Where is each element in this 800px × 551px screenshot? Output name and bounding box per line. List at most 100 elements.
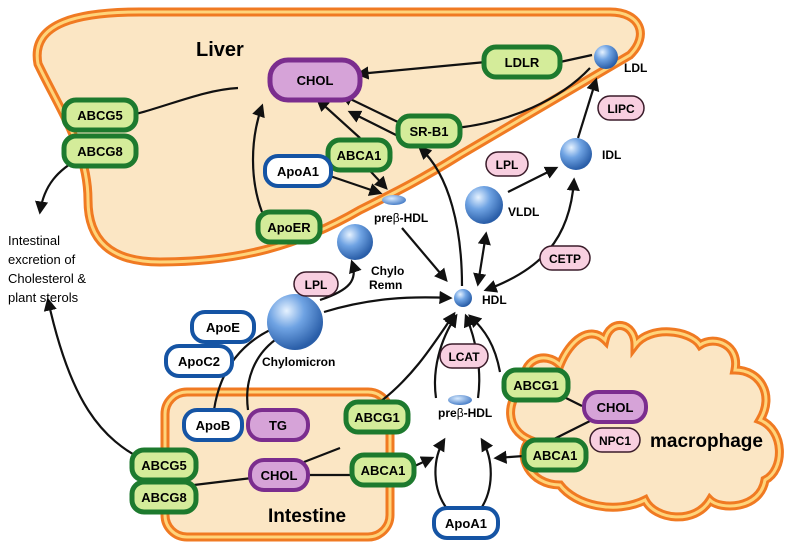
int-chol-node: CHOL bbox=[248, 458, 310, 492]
excretion-line-3: Cholesterol & bbox=[8, 271, 86, 286]
arrow-apoa1-bot-to-prebhdl-1 bbox=[432, 437, 449, 511]
hdl-particle bbox=[454, 289, 472, 307]
lpl-vldl-label: LPL bbox=[496, 158, 519, 172]
chylomicron-particle bbox=[267, 294, 323, 350]
abca1-int-label: ABCA1 bbox=[361, 463, 406, 478]
abca1-macro-label: ABCA1 bbox=[533, 448, 578, 463]
lcat-label: LCAT bbox=[448, 350, 480, 364]
liver-abcg8-node: ABCG8 bbox=[61, 133, 139, 169]
macro-chol-label: CHOL bbox=[597, 400, 634, 415]
arrow-hdl-to-srb1 bbox=[418, 146, 464, 287]
apoe-node: ApoE bbox=[190, 310, 256, 344]
int-abcg8-label: ABCG8 bbox=[141, 490, 187, 505]
abca1-int-node: ABCA1 bbox=[349, 452, 417, 488]
tg-node: TG bbox=[246, 408, 310, 442]
intestine-title: Intestine bbox=[268, 506, 346, 527]
int-chol-label: CHOL bbox=[261, 468, 298, 483]
chylomicron-label: Chylomicron bbox=[262, 355, 335, 369]
macrophage-organ bbox=[506, 321, 784, 522]
ldlr-node: LDLR bbox=[481, 44, 563, 80]
lpl-vldl-node: LPL bbox=[485, 151, 529, 177]
prebeta-hdl-top-label: preβ-HDL bbox=[374, 211, 428, 225]
arrow-intestine-to-excretion bbox=[43, 297, 149, 463]
chylo-remn-particle bbox=[337, 224, 373, 260]
abcg1-int-node: ABCG1 bbox=[343, 399, 411, 435]
lipc-label: LIPC bbox=[607, 102, 635, 116]
arrow-abcg1-macro-to-hdl bbox=[468, 314, 502, 373]
excretion-line-4: plant sterols bbox=[8, 290, 79, 305]
arrow-apoa1-to-prebhdl bbox=[329, 174, 383, 196]
abcg1-macro-node: ABCG1 bbox=[501, 367, 571, 403]
prebeta-hdl-bottom-disc bbox=[448, 395, 472, 405]
arrow-idl-to-ldl bbox=[576, 77, 600, 139]
arrow-prebhdl-to-hdl bbox=[401, 227, 448, 283]
tg-label: TG bbox=[269, 418, 287, 433]
excretion-line-2: excretion of bbox=[8, 252, 76, 267]
apoc2-node: ApoC2 bbox=[164, 344, 234, 378]
srb1-node: SR-B1 bbox=[395, 113, 463, 149]
apoc2-label: ApoC2 bbox=[178, 354, 220, 369]
arrow-chylomicron-to-remn bbox=[319, 259, 362, 302]
lcat-node: LCAT bbox=[439, 343, 489, 369]
arrow-abca1-to-chol bbox=[316, 98, 361, 139]
macrophage-title: macrophage bbox=[650, 431, 763, 452]
chylo-remn-label-line1: Chylo bbox=[371, 264, 404, 278]
macro-chol-node: CHOL bbox=[582, 390, 648, 424]
arrow-abca1-macro-to-prebhdl bbox=[493, 450, 525, 464]
excretion-note: Intestinal excretion of Cholesterol & pl… bbox=[8, 233, 86, 305]
apoer-node: ApoER bbox=[255, 209, 323, 245]
abca1-liver-label: ABCA1 bbox=[337, 148, 382, 163]
vldl-particle bbox=[465, 186, 503, 224]
liver-title: Liver bbox=[196, 39, 244, 61]
apoer-label: ApoER bbox=[267, 220, 311, 235]
arrow-hdl-vldl bbox=[473, 231, 491, 287]
apob-label: ApoB bbox=[196, 418, 231, 433]
apoa1-liver-label: ApoA1 bbox=[277, 164, 319, 179]
pathway-arrows bbox=[35, 53, 600, 511]
cetp-label: CETP bbox=[549, 252, 581, 266]
liver-abcg5-label: ABCG5 bbox=[77, 108, 123, 123]
apoa1-bottom-label: ApoA1 bbox=[445, 516, 487, 531]
npc1-node: NPC1 bbox=[589, 427, 641, 453]
liver-chol-node: CHOL bbox=[267, 57, 363, 103]
ldlr-label: LDLR bbox=[505, 55, 540, 70]
arrow-srb1-to-chol-2 bbox=[347, 110, 399, 137]
apoa1-bottom-node: ApoA1 bbox=[432, 506, 500, 540]
excretion-line-1: Intestinal bbox=[8, 233, 60, 248]
line-ldl-to-ldlr bbox=[559, 53, 593, 64]
liver-chol-label: CHOL bbox=[297, 73, 334, 88]
ldl-label: LDL bbox=[624, 61, 647, 75]
liver-abcg8-label: ABCG8 bbox=[77, 144, 123, 159]
ldl-particle bbox=[594, 45, 618, 69]
int-abcg5-node: ABCG5 bbox=[129, 447, 199, 483]
line-abcg1-to-chol-int bbox=[303, 446, 341, 464]
line-ldl-to-srb1 bbox=[455, 67, 591, 130]
line-tg-to-chylomicron bbox=[246, 339, 276, 411]
srb1-label: SR-B1 bbox=[409, 124, 448, 139]
arrow-apoer-to-chol bbox=[251, 103, 265, 213]
vldl-label: VLDL bbox=[508, 205, 539, 219]
abcg1-macro-label: ABCG1 bbox=[513, 378, 559, 393]
hdl-label: HDL bbox=[482, 293, 507, 307]
abca1-liver-node: ABCA1 bbox=[325, 137, 393, 173]
prebeta-hdl-top-disc bbox=[382, 195, 406, 205]
idl-label: IDL bbox=[602, 148, 621, 162]
abcg1-int-label: ABCG1 bbox=[354, 410, 400, 425]
apoa1-liver-node: ApoA1 bbox=[263, 154, 333, 188]
cetp-node: CETP bbox=[539, 245, 591, 271]
npc1-label: NPC1 bbox=[599, 434, 631, 448]
int-abcg8-node: ABCG8 bbox=[129, 479, 199, 515]
apoe-label: ApoE bbox=[206, 320, 240, 335]
liver-abcg5-node: ABCG5 bbox=[61, 97, 139, 133]
chylo-remn-label-line2: Remn bbox=[369, 278, 402, 292]
arrow-apoa1-bot-to-prebhdl-2 bbox=[479, 437, 494, 511]
lpl-chylo-label: LPL bbox=[305, 278, 328, 292]
arrow-prebhdl-bot-to-hdl-1 bbox=[433, 313, 458, 399]
arrow-ldlr-to-chol bbox=[355, 60, 487, 80]
apob-node: ApoB bbox=[182, 408, 244, 442]
line-abcg8-int-to-chol bbox=[193, 476, 253, 487]
line-chol-macro-to-abca1 bbox=[551, 417, 597, 441]
abca1-macro-node: ABCA1 bbox=[521, 437, 589, 473]
